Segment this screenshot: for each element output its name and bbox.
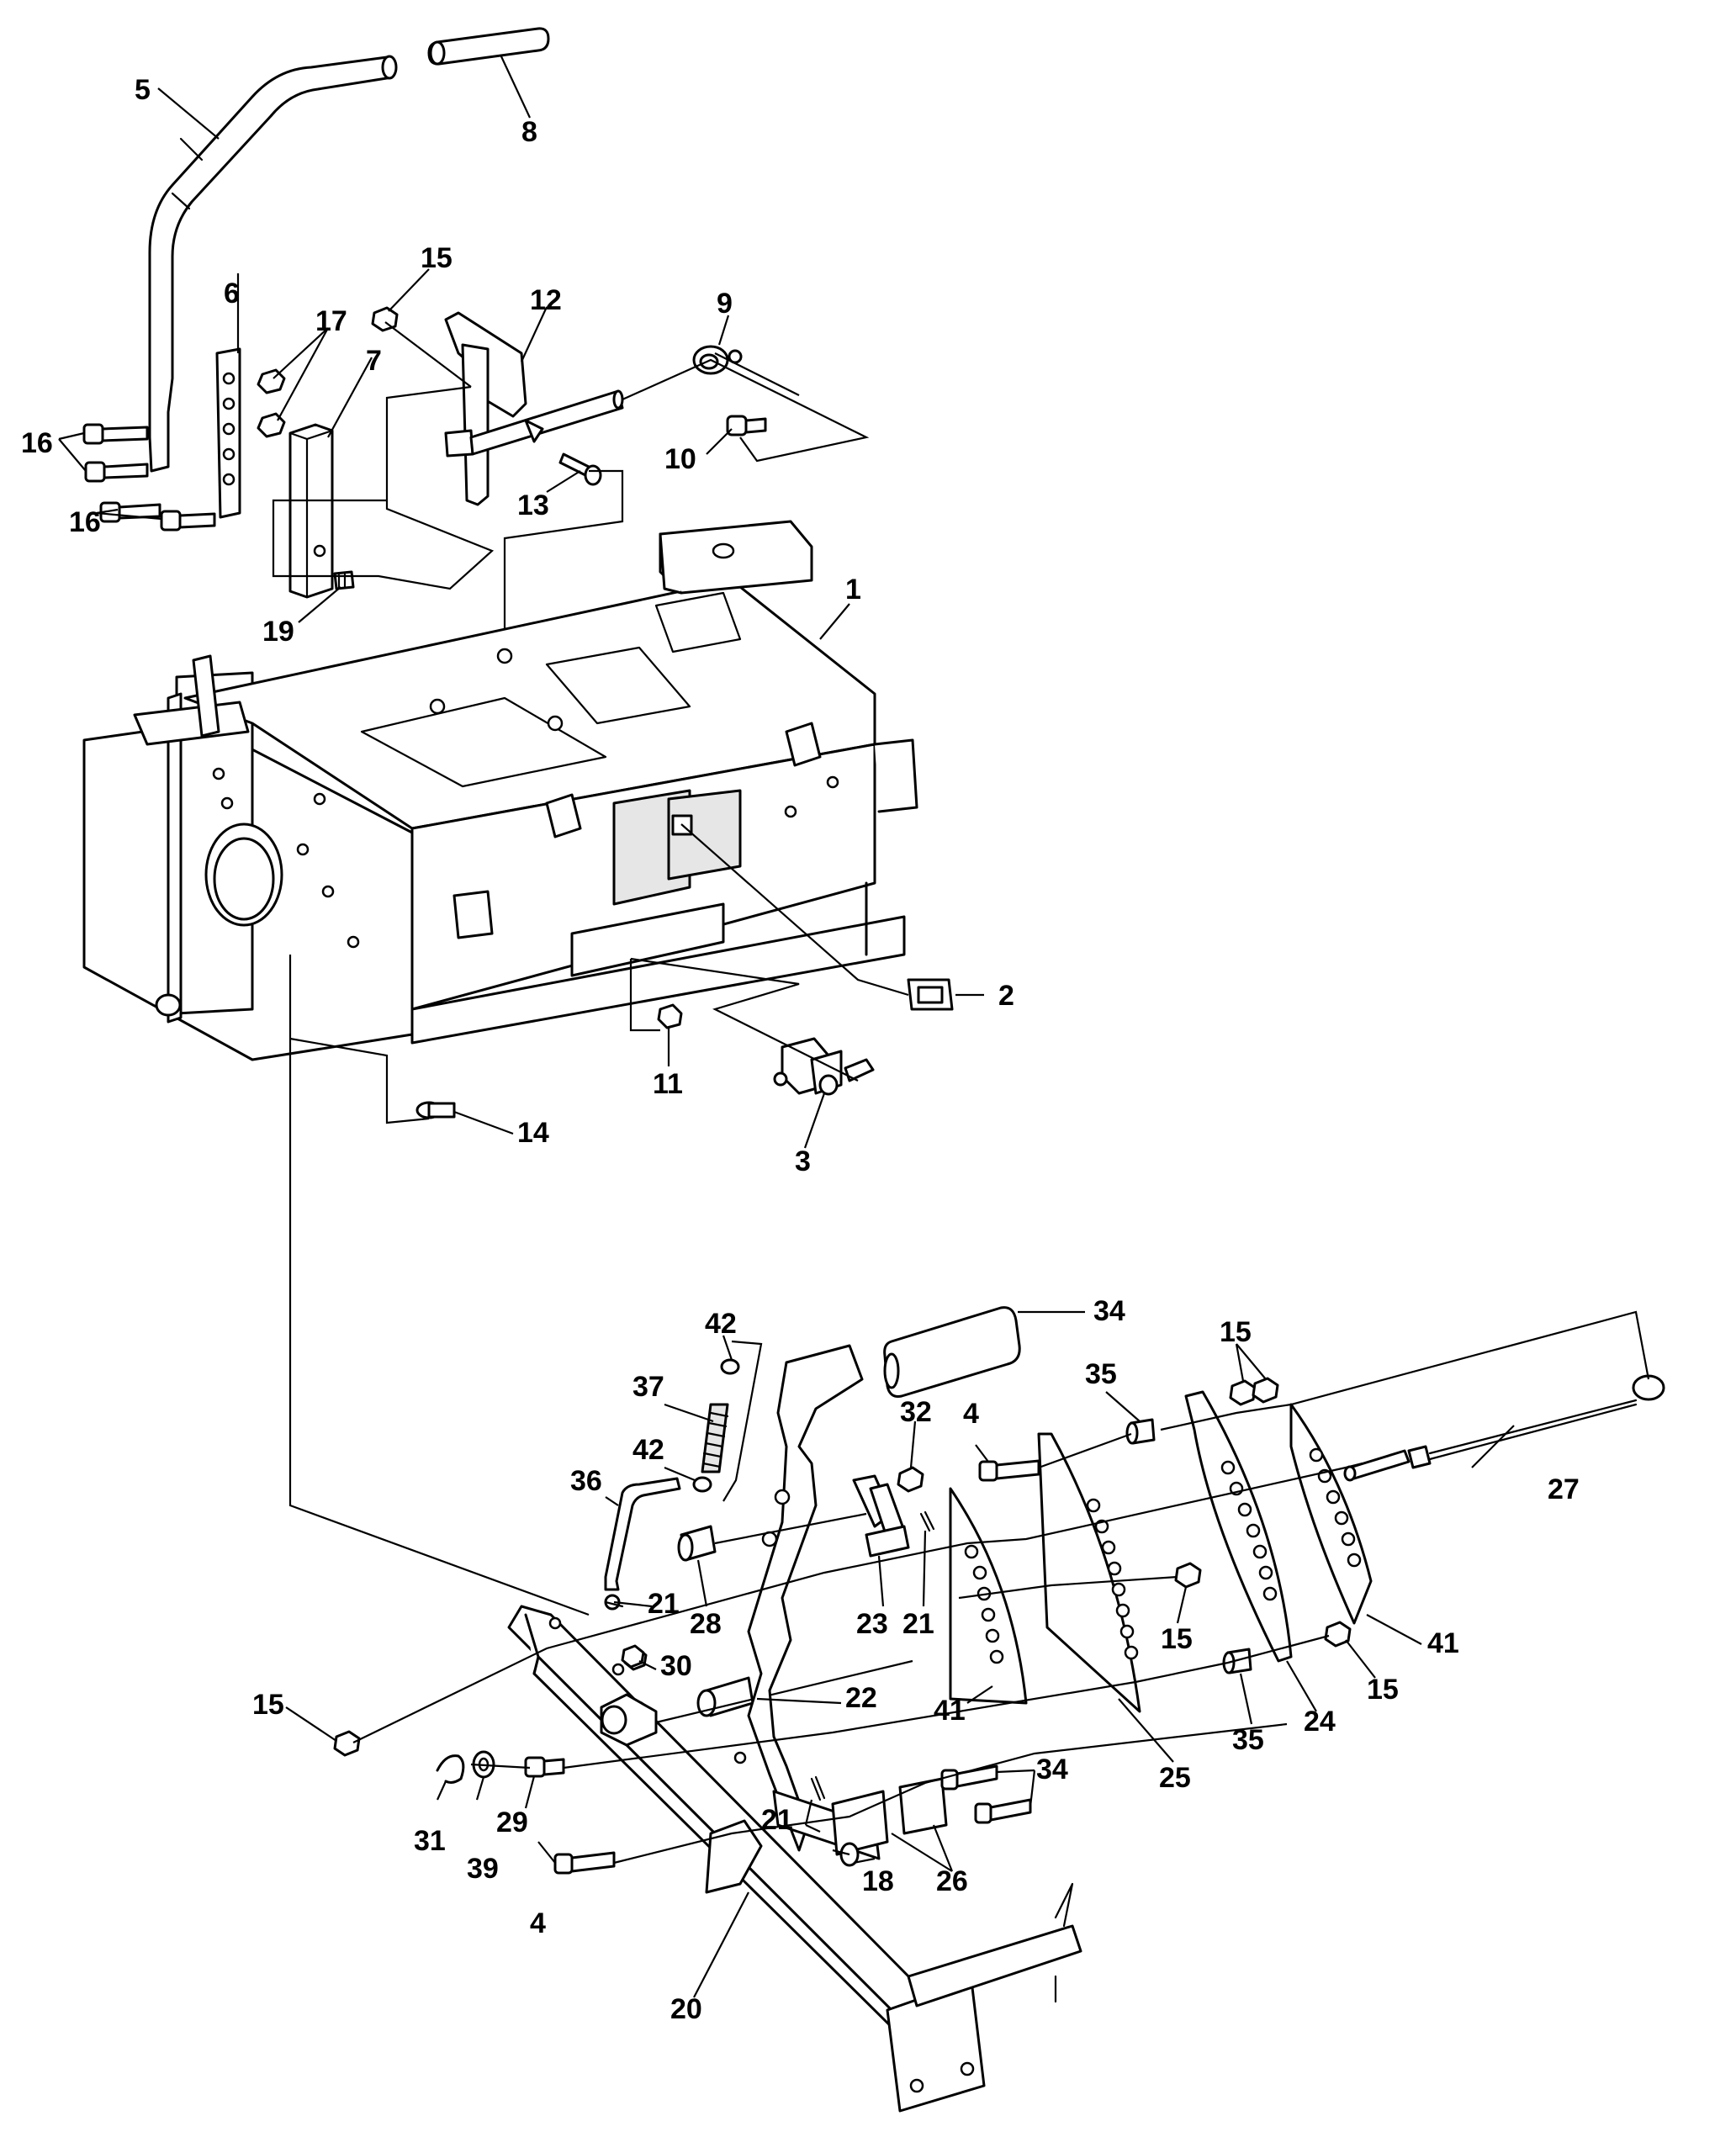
callout-20: 20	[670, 1993, 702, 2025]
callout-23: 23	[856, 1608, 888, 1640]
callout-29: 29	[496, 1807, 528, 1838]
bolt-part-10	[726, 415, 767, 436]
valve-part-3	[773, 1037, 875, 1096]
grip-part-8	[427, 27, 550, 66]
callout-17: 17	[315, 305, 347, 337]
nut-part-32	[897, 1466, 924, 1493]
callout-15-mid: 15	[1161, 1623, 1193, 1655]
callout-4-top: 4	[963, 1398, 979, 1430]
bracket-part-26	[831, 1764, 1032, 1867]
callout-21-bottom: 21	[761, 1804, 793, 1836]
callout-15-left: 15	[252, 1689, 284, 1721]
cable-part-27	[1343, 1374, 1665, 1482]
pin-part-28	[677, 1525, 717, 1562]
callout-16-top: 16	[21, 427, 53, 459]
bracket-plate-part-6	[215, 347, 241, 519]
plate-part-41-left	[949, 1487, 1028, 1705]
callout-12: 12	[530, 284, 562, 316]
pin-part-29	[524, 1756, 565, 1778]
callout-36: 36	[570, 1465, 602, 1497]
callout-27: 27	[1548, 1473, 1580, 1505]
spacer-part-35	[1125, 1418, 1252, 1674]
callout-13: 13	[517, 489, 549, 521]
callout-labels: 5 8 15 6 17 12 9 7 16 10 13 16 19 1 2 11…	[21, 54, 1580, 2025]
callout-35-bottom: 35	[1232, 1724, 1264, 1756]
nut-part-15-top	[371, 306, 399, 332]
callout-35-top: 35	[1085, 1358, 1117, 1390]
callout-25: 25	[1159, 1762, 1191, 1794]
clip-part-31	[436, 1754, 465, 1784]
clevis-part-23	[852, 1474, 910, 1558]
plate-part-41-right	[1289, 1403, 1373, 1625]
callout-42-bottom: 42	[632, 1434, 664, 1466]
callout-30: 30	[660, 1650, 692, 1682]
cotter-pin-part-21	[604, 1510, 935, 1801]
callout-21-left: 21	[648, 1588, 680, 1620]
callout-42-top: 42	[705, 1308, 737, 1340]
callout-7: 7	[366, 345, 382, 377]
callout-31: 31	[414, 1825, 446, 1857]
plate-part-24	[1184, 1390, 1293, 1663]
bracket-part-12	[444, 311, 624, 506]
callout-3: 3	[795, 1145, 811, 1177]
callout-6: 6	[224, 278, 240, 309]
pad-part-34	[883, 1306, 1021, 1398]
bolt-part-14	[415, 1101, 456, 1119]
main-frame-part-1	[82, 520, 918, 1061]
bearing-part-9	[692, 345, 743, 375]
callout-34-top: 34	[1093, 1295, 1125, 1327]
callout-34-bottom: 34	[1036, 1754, 1068, 1785]
callout-15-upper-right: 15	[1220, 1316, 1252, 1348]
callout-9: 9	[717, 288, 733, 320]
callout-18: 18	[862, 1865, 894, 1897]
callout-8: 8	[521, 116, 537, 148]
grommet-part-2	[907, 978, 954, 1011]
callout-16-bottom: 16	[69, 506, 101, 538]
washer-part-42	[692, 1358, 740, 1493]
callout-21-mid: 21	[902, 1608, 934, 1640]
spring-part-37	[701, 1403, 729, 1473]
callout-41-left: 41	[934, 1695, 966, 1727]
nut-part-30	[621, 1644, 645, 1669]
bolt-part-16	[82, 423, 216, 532]
callout-11: 11	[653, 1068, 683, 1100]
callout-10: 10	[664, 443, 696, 475]
callout-4-bottom: 4	[530, 1907, 546, 1939]
shaft-part-22	[600, 1676, 754, 1747]
callout-24: 24	[1304, 1706, 1336, 1738]
callout-37: 37	[632, 1371, 664, 1403]
plate-part-25	[1037, 1432, 1141, 1713]
callout-39: 39	[467, 1853, 499, 1885]
square-tube-part-7	[288, 423, 334, 599]
bolt-part-4	[553, 1459, 1040, 1875]
callout-19: 19	[262, 616, 294, 648]
callout-5: 5	[135, 74, 151, 106]
callout-15-top: 15	[421, 242, 453, 274]
bolt-part-19	[333, 570, 355, 590]
callout-2: 2	[998, 980, 1014, 1012]
nut-part-17	[257, 368, 286, 438]
callout-28: 28	[690, 1608, 722, 1640]
callout-1: 1	[845, 574, 861, 606]
callout-22: 22	[845, 1682, 877, 1714]
callout-32: 32	[900, 1396, 932, 1428]
callout-14: 14	[517, 1117, 549, 1149]
callout-41-right: 41	[1427, 1627, 1459, 1659]
callout-26: 26	[936, 1865, 968, 1897]
nut-part-11	[657, 1003, 683, 1029]
handle-bar-part-5	[148, 55, 398, 473]
callout-15-right: 15	[1367, 1674, 1399, 1706]
